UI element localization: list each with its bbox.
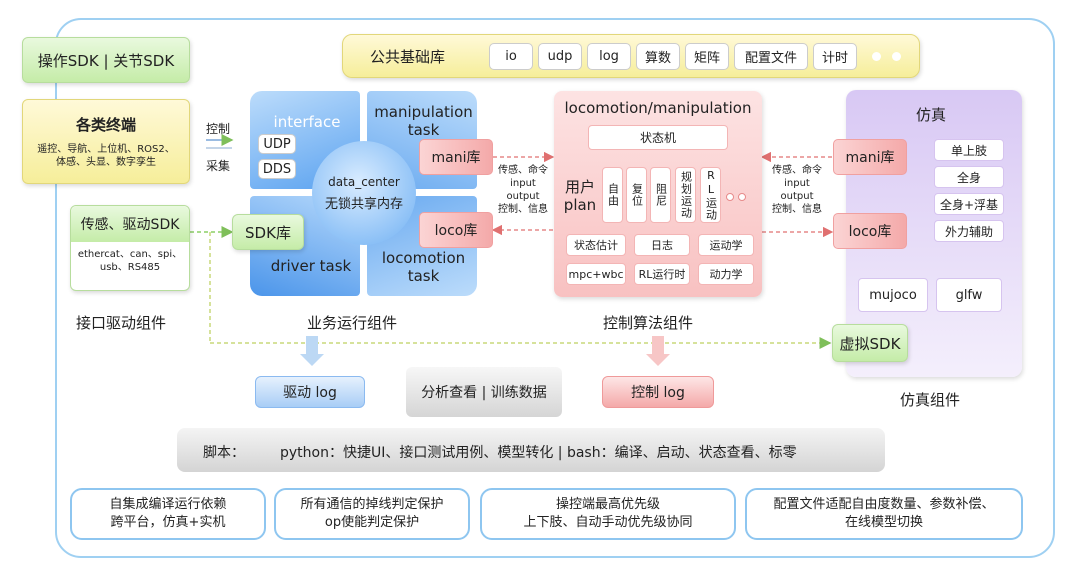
collect-label: 采集 — [206, 159, 231, 173]
dds-box: DDS — [258, 159, 296, 179]
scripts-bar — [177, 428, 885, 472]
io-left-line2: input — [510, 178, 536, 189]
state-more-dot-1 — [726, 193, 734, 201]
lib-item-config: 配置文件 — [734, 43, 808, 70]
manipulation-title: manipulation task — [367, 103, 480, 139]
operation-joint-sdk: 操作SDK | 关节SDK — [22, 37, 190, 83]
user-plan-line1: 用户 — [564, 178, 595, 196]
scripts-text: python：快捷UI、接口测试用例、模型转化 | bash：编译、启动、状态查… — [280, 445, 797, 461]
data-center-line2: 无锁共享内存 — [324, 196, 403, 212]
io-left-line3: output — [506, 191, 540, 202]
control-label: 控制算法组件 — [603, 314, 694, 332]
state-machine-box: 状态机 — [588, 125, 728, 150]
interface-driver-label: 接口驱动组件 — [76, 314, 167, 332]
sim-item-external-force: 外力辅助 — [934, 220, 1004, 242]
terminals-box: 各类终端 遥控、导航、上位机、ROS2、 体感、头显、数字孪生 — [22, 99, 190, 184]
lib-item-timer: 计时 — [813, 43, 857, 70]
io-left-text: 传感、命令 input output 控制、信息 — [492, 164, 554, 216]
more-dot-1 — [872, 52, 881, 61]
operation-joint-sdk-label: 操作SDK | 关节SDK — [37, 51, 175, 70]
manipulation-line2: task — [407, 121, 440, 139]
module-log: 日志 — [634, 234, 690, 256]
drive-log-box: 驱动 log — [255, 376, 365, 408]
feature-1-line1: 自集成编译运行依赖 — [109, 497, 227, 512]
more-dot-2 — [892, 52, 901, 61]
module-dynamics: 动力学 — [698, 263, 754, 285]
state-planned-motion: 规划运动 — [675, 167, 696, 223]
terminals-title: 各类终端 — [75, 116, 136, 134]
feature-3-line1: 操控端最高优先级 — [555, 497, 660, 512]
interface-title: interface — [273, 113, 341, 131]
control-log-box: 控制 log — [602, 376, 714, 408]
sensor-driver-sdk: 传感、驱动SDK ethercat、can、spi、 usb、RS485 — [70, 205, 190, 291]
virtual-sdk-box: 虚拟SDK — [832, 324, 908, 362]
simulation-title: 仿真 — [916, 106, 947, 124]
control-label: 控制 — [206, 122, 231, 136]
loco-lib-left: loco库 — [419, 212, 493, 248]
simulation-label: 仿真组件 — [900, 391, 961, 409]
data-center-line1: data_center — [328, 174, 400, 189]
user-plan: 用户 plan — [560, 178, 600, 214]
module-state-estimation: 状态估计 — [566, 234, 626, 256]
lib-item-log: log — [587, 43, 631, 70]
terminals-desc-line2: 体感、头显、数字孪生 — [56, 157, 156, 168]
sensor-driver-sdk-line2: usb、RS485 — [99, 262, 161, 273]
locomotion-title: locomotion task — [367, 249, 480, 285]
sim-item-floating-base: 全身+浮基 — [934, 193, 1004, 215]
common-lib-title: 公共基础库 — [370, 48, 446, 66]
feature-3-line2: 上下肢、自动手动优先级协同 — [523, 515, 693, 530]
feature-box-4: 配置文件适配自由度数量、参数补偿、 在线模型切换 — [745, 488, 1023, 540]
feature-box-2: 所有通信的掉线判定保护 op使能判定保护 — [274, 488, 470, 540]
feature-4-line1: 配置文件适配自由度数量、参数补偿、 — [773, 497, 995, 512]
data-center-circle: data_center 无锁共享内存 — [312, 141, 416, 245]
terminals-desc-line1: 遥控、导航、上位机、ROS2、 — [37, 144, 175, 155]
module-mpc-wbc: mpc+wbc — [566, 263, 626, 285]
module-kinematics: 运动学 — [698, 234, 754, 256]
lib-item-io: io — [489, 43, 533, 70]
io-left-line4: 控制、信息 — [498, 204, 548, 215]
io-right-line2: input — [784, 178, 810, 189]
loco-lib-right: loco库 — [833, 213, 907, 249]
feature-2-line1: 所有通信的掉线判定保护 — [300, 497, 444, 512]
feature-box-3: 操控端最高优先级 上下肢、自动手动优先级协同 — [480, 488, 736, 540]
manipulation-line1: manipulation — [374, 103, 473, 121]
feature-4-line2: 在线模型切换 — [844, 515, 923, 530]
lib-item-arith: 算数 — [636, 43, 680, 70]
feature-1-line2: 跨平台，仿真+实机 — [110, 515, 226, 530]
module-rl-runtime: RL运行时 — [634, 263, 690, 285]
state-more-dot-2 — [738, 193, 746, 201]
state-damping: 阻尼 — [650, 167, 671, 223]
sim-item-whole-body: 全身 — [934, 166, 1004, 188]
io-right-line3: output — [780, 191, 814, 202]
driver-task-title: driver task — [270, 257, 352, 275]
mujoco-box: mujoco — [858, 278, 928, 312]
feature-2-line2: op使能判定保护 — [324, 515, 420, 530]
locomotion-line2: task — [407, 267, 440, 285]
glfw-box: glfw — [936, 278, 1002, 312]
sim-item-single-arm: 单上肢 — [934, 139, 1004, 161]
feature-box-1: 自集成编译运行依赖 跨平台，仿真+实机 — [70, 488, 266, 540]
io-right-line4: 控制、信息 — [772, 204, 822, 215]
io-right-text: 传感、命令 input output 控制、信息 — [763, 164, 831, 216]
sdk-lib-box: SDK库 — [232, 214, 304, 250]
business-label: 业务运行组件 — [307, 314, 398, 332]
control-title: locomotion/manipulation — [564, 99, 752, 117]
mani-lib-left: mani库 — [419, 139, 493, 175]
analysis-box: 分析查看 | 训练数据 — [406, 367, 562, 417]
udp-box: UDP — [258, 134, 296, 154]
sensor-driver-sdk-title: 传感、驱动SDK — [71, 206, 189, 242]
lib-item-matrix: 矩阵 — [685, 43, 729, 70]
state-rl-motion: RL运动 — [700, 167, 721, 223]
user-plan-line2: plan — [563, 196, 597, 214]
locomotion-line1: locomotion — [381, 249, 466, 267]
common-lib-box — [342, 34, 920, 78]
mani-lib-right: mani库 — [833, 139, 907, 175]
state-reset: 复位 — [626, 167, 647, 223]
scripts-label: 脚本： — [203, 445, 245, 461]
sensor-driver-sdk-line1: ethercat、can、spi、 — [77, 249, 183, 260]
lib-item-udp: udp — [538, 43, 582, 70]
io-left-line1: 传感、命令 — [498, 165, 548, 176]
io-right-line1: 传感、命令 — [772, 165, 822, 176]
state-free: 自由 — [602, 167, 623, 223]
